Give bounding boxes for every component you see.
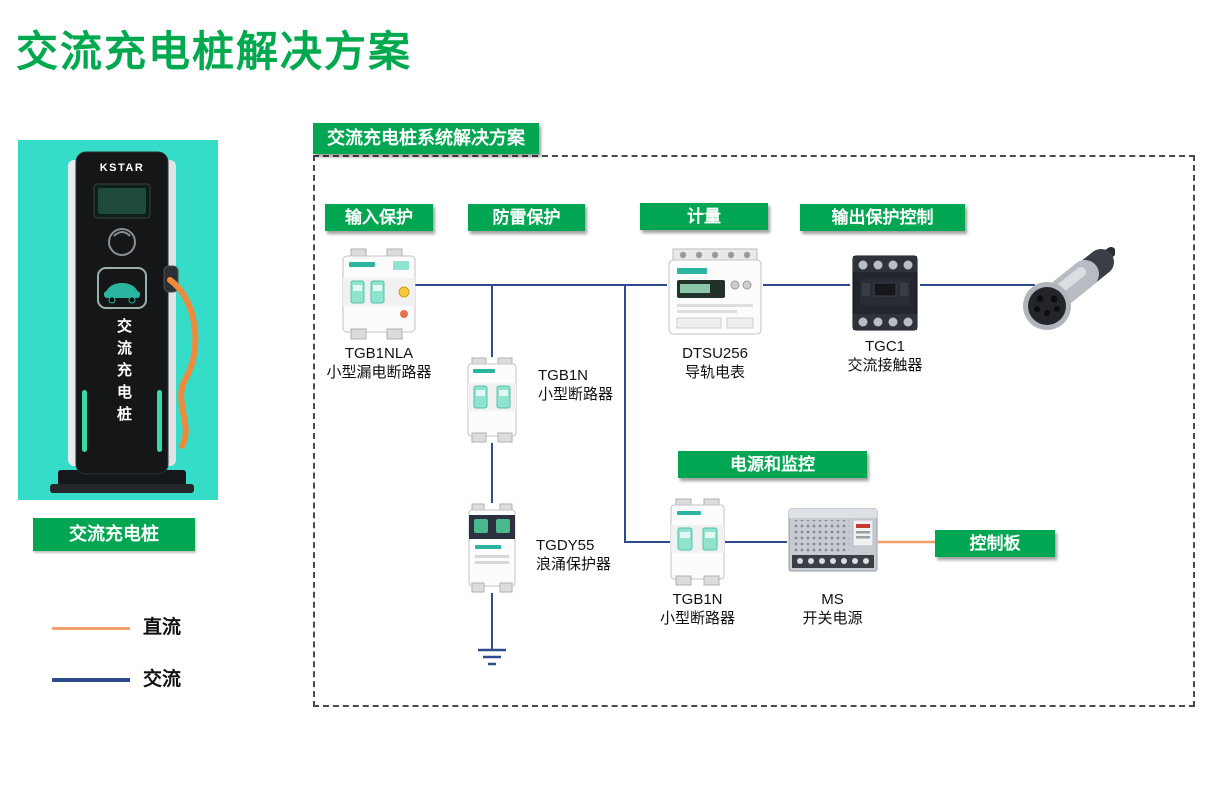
diagram-title: 交流充电桩系统解决方案 [313,123,539,154]
mcb-top-label: TGB1N 小型断路器 [538,366,613,404]
component-mcb-top [467,357,517,448]
pile-vertical-text: 交流充电桩 [115,318,132,428]
psu-model: MS [821,591,844,608]
contactor-illustration [852,255,918,331]
tag-lightning-protection: 防雷保护 [468,204,585,231]
component-contactor: TGC1 交流接触器 [830,253,940,375]
meter-illustration [668,248,762,335]
meter-model: DTSU256 [682,345,748,362]
rcbo-illustration [342,248,416,340]
rcbo-model: TGB1NLA [344,345,414,362]
page-title: 交流充电桩解决方案 [16,28,413,75]
component-psu: MS 开关电源 [780,505,885,628]
tag-control-board: 控制板 [935,530,1055,557]
product-caption: 交流充电桩 [33,518,195,551]
component-rcbo: TGB1NLA 小型漏电断路器 [320,248,438,382]
tag-metering: 计量 [640,203,768,230]
contactor-model: TGC1 [864,338,905,355]
rcbo-name: 小型漏电断路器 [326,364,432,381]
spd-name: 浪涌保护器 [536,556,612,573]
component-spd [468,503,516,598]
spd-model: TGDY55 [536,537,595,554]
mcb-bottom-model: TGB1N [672,591,723,608]
mcb-top-name: 小型断路器 [538,386,614,403]
system-diagram-frame [313,155,1195,707]
ac-line-sample [52,678,130,682]
psu-illustration [788,508,877,572]
mcb-bottom-name: 小型断路器 [659,610,735,627]
component-meter: DTSU256 导轨电表 [655,248,775,382]
mcb-bottom-illustration [670,498,725,586]
brand-logo: KSTAR [100,162,145,174]
tag-input-protection: 输入保护 [325,204,433,231]
psu-name: 开关电源 [802,610,863,627]
spd-label: TGDY55 浪涌保护器 [536,536,611,574]
ac-legend-label: 交流 [143,669,182,690]
tag-power-monitoring: 电源和监控 [678,451,867,478]
mcb-top-model: TGB1N [538,367,589,384]
component-mcb-bottom: TGB1N 小型断路器 [645,498,750,628]
dc-legend-label: 直流 [143,617,182,638]
charging-pile-illustration: KSTAR [50,151,199,493]
spd-illustration [468,503,516,593]
contactor-name: 交流接触器 [847,357,923,374]
mcb-top-illustration [467,357,517,443]
component-charging-gun [1015,246,1116,339]
meter-name: 导轨电表 [684,364,745,381]
tag-output-protection: 输出保护控制 [800,204,965,231]
charging-gun-illustration [1023,247,1116,330]
dc-line-sample [52,627,130,630]
product-photo: KSTAR 交流充电桩 [18,140,218,500]
